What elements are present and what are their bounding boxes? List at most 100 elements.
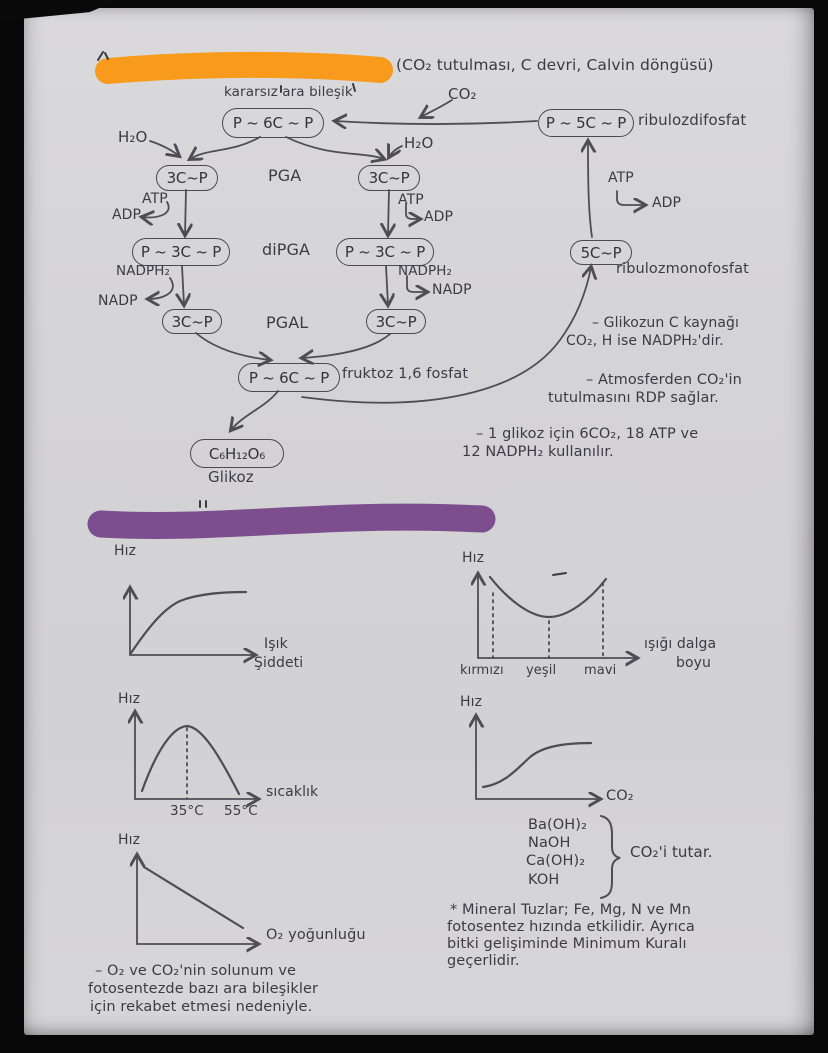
- note-glucose-carbon-line1: – Glikozun C kaynağı: [592, 315, 739, 331]
- g2-tick-kirmizi: kırmızı: [460, 663, 504, 678]
- node-3cp-pga-left: 3C~P: [156, 165, 218, 191]
- label-dipga: diPGA: [262, 240, 311, 259]
- orange-highlighter-stroke: [95, 51, 393, 84]
- chem-ba-oh-2: Ba(OH)₂: [528, 817, 587, 833]
- note-stoichiometry-line1: – 1 glikoz için 6CO₂, 18 ATP ve: [476, 426, 699, 442]
- arrow-atp-adp-right: [405, 203, 420, 219]
- pen-mark: [352, 83, 356, 92]
- arrow-top-branch-left: [190, 136, 261, 159]
- note-atmosphere-line2: tutulmasını RDP sağlar.: [548, 390, 719, 406]
- g4-ylabel: Hız: [460, 694, 483, 710]
- arrow-pga-to-dipga-left: [185, 189, 186, 235]
- g3-ylabel: Hız: [118, 691, 141, 707]
- g5-line: [142, 865, 245, 930]
- highlighter-strokes: [87, 51, 496, 540]
- note-minerals-line4: geçerlidir.: [447, 953, 520, 969]
- g1-ylabel: Hız: [114, 543, 137, 559]
- note-minerals-line1: * Mineral Tuzlar; Fe, Mg, N ve Mn: [450, 902, 692, 918]
- label-pga: PGA: [268, 166, 302, 185]
- note-atmosphere-line1: – Atmosferden CO₂'in: [586, 372, 742, 388]
- g2-tick-mavi: mavi: [584, 663, 617, 678]
- g2-tick-yesil: yeşil: [526, 663, 557, 678]
- hidden-text-pen-marks: [97, 51, 567, 576]
- label-unstable-intermediate: kararsız ara bileşik: [224, 84, 353, 100]
- mini-graphs-strokes: [130, 574, 637, 944]
- arrow-to-glucose: [231, 390, 279, 430]
- g2-xlabel-line2: boyu: [676, 655, 712, 671]
- g3-xlabel: sıcaklık: [266, 784, 319, 800]
- g2-ylabel: Hız: [462, 550, 485, 566]
- g4-xlabel: CO₂: [606, 788, 634, 804]
- label-nadph2-right: NADPH₂: [398, 263, 453, 279]
- g5-ylabel: Hız: [118, 832, 141, 848]
- g1-curve: [129, 590, 248, 655]
- node-3cp-pgal-left: 3C~P: [162, 309, 222, 334]
- label-ribulozdifosfat: ribulozdifosfat: [638, 111, 747, 129]
- node-p3cp-left: P ~ 3C ~ P: [132, 238, 230, 266]
- arrow-nadph2-nadp-right: [406, 275, 427, 292]
- note-o2-competition-line3: için rekabet etmesi nedeniyle.: [90, 999, 313, 1015]
- g3-tick-55c: 55°C: [224, 803, 258, 819]
- label-ribulozmonofosfat: ribulozmonofosfat: [616, 261, 749, 277]
- arrow-h2o-left: [149, 140, 179, 156]
- chem-koh: KOH: [528, 872, 560, 888]
- arrow-dipga-to-pgal-left: [182, 265, 184, 305]
- arrow-pga-to-dipga-right: [388, 189, 389, 235]
- label-nadph2-left: NADPH₂: [116, 263, 171, 279]
- chem-naoh: NaOH: [528, 835, 571, 851]
- node-p6cp-top: P ~ 6C ~ P: [222, 108, 324, 138]
- note-glucose-carbon-line2: CO₂, H ise NADPH₂'dir.: [566, 333, 724, 349]
- arrow-return-to-rmp: [301, 267, 591, 404]
- label-adp-cycle: ADP: [652, 195, 682, 211]
- label-atp-left: ATP: [142, 191, 168, 207]
- label-atp-right: ATP: [398, 192, 424, 208]
- node-3cp-pga-right: 3C~P: [358, 165, 420, 191]
- g4-curve: [481, 741, 593, 789]
- g3-curve: [140, 724, 241, 796]
- note-o2-competition-line2: fotosentezde bazı ara bileşikler: [88, 981, 319, 997]
- arrow-nadph2-nadp-left: [148, 277, 174, 299]
- chem-ca-oh-2: Ca(OH)₂: [526, 853, 586, 869]
- note-minerals-line2: fotosentez hızında etkilidir. Ayrıca: [447, 919, 695, 935]
- g1-xlabel-line2: Şiddeti: [254, 655, 304, 671]
- label-h2o-left: H₂O: [118, 128, 148, 146]
- label-atp-cycle: ATP: [608, 170, 634, 186]
- g5-xlabel: O₂ yoğunluğu: [266, 927, 366, 943]
- label-adp-left: ADP: [112, 207, 142, 223]
- chem-brace: [600, 815, 621, 899]
- g3-tick-35c: 35°C: [170, 803, 204, 819]
- node-p5cp-rdp: P ~ 5C ~ P: [538, 109, 634, 137]
- calvin-cycle-arrows: [142, 99, 645, 430]
- g2-xlabel-line1: ışığı dalga: [644, 636, 717, 652]
- label-fruktoz-16-fosfat: fruktoz 1,6 fosfat: [342, 366, 469, 382]
- note-stoichiometry-line2: 12 NADPH₂ kullanılır.: [462, 444, 614, 460]
- arrow-rmp-to-rdp: [588, 141, 592, 238]
- note-o2-competition-line1: – O₂ ve CO₂'nin solunum ve: [95, 963, 297, 979]
- arrow-rdp-to-top: [335, 121, 538, 124]
- pen-mark: [97, 51, 104, 61]
- g1-xlabel-line1: Işık: [264, 636, 288, 652]
- arrow-top-branch-right: [285, 136, 384, 159]
- page-subtitle: (CO₂ tutulması, C devri, Calvin döngüsü): [396, 56, 714, 74]
- arrow-co2-in: [421, 99, 453, 117]
- label-nadp-right: NADP: [432, 282, 472, 298]
- arrow-pgal-converge-right: [302, 333, 391, 358]
- chem-co2-holds-label: CO₂'i tutar.: [630, 843, 713, 861]
- label-pgal: PGAL: [266, 313, 309, 332]
- pen-mark: [104, 52, 109, 60]
- arrow-atp-adp-left: [142, 201, 170, 217]
- arrow-atp-adp-top-right: [616, 190, 645, 205]
- node-3cp-pgal-right: 3C~P: [366, 309, 426, 334]
- arrow-dipga-to-pgal-right: [386, 265, 388, 305]
- label-nadp-left: NADP: [98, 293, 138, 309]
- label-glikoz: Glikoz: [208, 468, 254, 486]
- note-minerals-line3: bitki gelişiminde Minimum Kuralı: [447, 936, 687, 952]
- label-h2o-right: H₂O: [404, 134, 434, 152]
- g2-curve: [488, 575, 608, 619]
- node-c6h12o6: C₆H₁₂O₆: [190, 439, 284, 468]
- arrow-pgal-converge-left: [195, 332, 270, 360]
- label-co2: CO₂: [448, 85, 477, 103]
- purple-highlighter-stroke: [87, 503, 496, 540]
